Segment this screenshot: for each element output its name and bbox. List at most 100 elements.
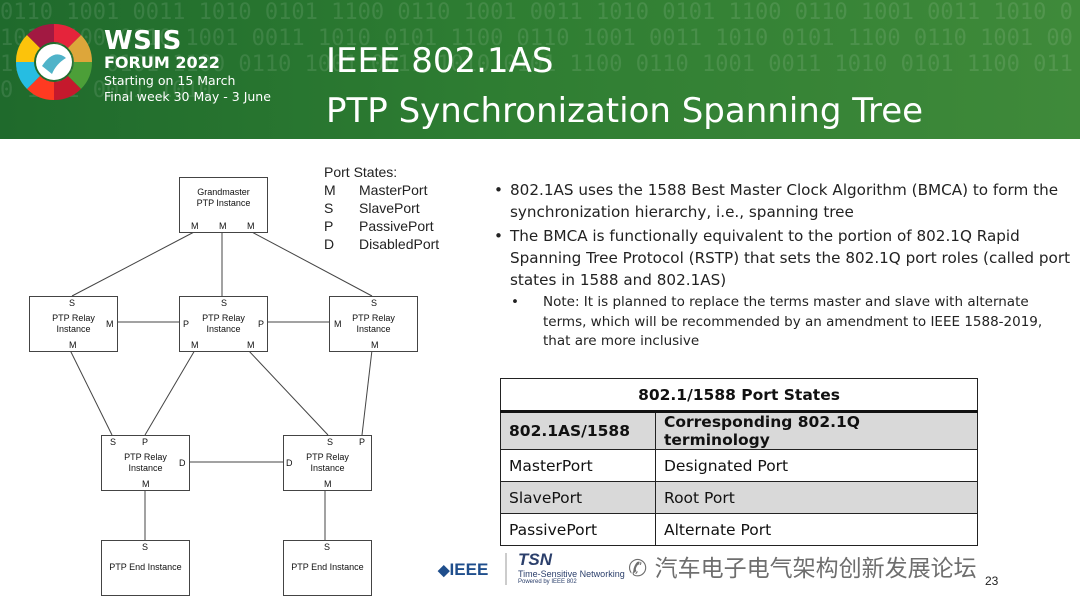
bullet-item: • The BMCA is functionally equivalent to…: [494, 225, 1074, 291]
slide-title: IEEE 802.1AS PTP Synchronization Spannin…: [326, 36, 923, 136]
tsn-powered-by: Powered by IEEE 802: [518, 579, 577, 585]
legend-key: S: [324, 200, 334, 216]
port-label-s: S: [221, 298, 228, 308]
port-label-m: M: [142, 479, 150, 489]
legend-key: D: [324, 236, 335, 252]
port-label-p: P: [359, 437, 366, 447]
tsn-tagline: Time-Sensitive Networking: [518, 569, 625, 579]
ptp-end-instance-box: S PTP End Instance: [101, 540, 190, 596]
wechat-icon: ✆: [628, 556, 648, 582]
legend-title: Port States:: [324, 164, 398, 180]
ptp-relay-instance-box: S PTP Relay Instance M M: [29, 296, 118, 352]
port-label-m: M: [247, 340, 255, 350]
legend-value: DisabledPort: [359, 236, 440, 252]
port-label-s: S: [142, 542, 149, 552]
legend-key: M: [324, 182, 336, 198]
forum-branding: WSIS FORUM 2022 Starting on 15 March Fin…: [104, 28, 271, 104]
legend-row: D DisabledPort: [324, 235, 439, 253]
port-label-s: S: [324, 542, 331, 552]
slide-title-line-1: IEEE 802.1AS: [326, 41, 554, 81]
bullet-item: • 802.1AS uses the 1588 Best Master Cloc…: [494, 179, 1074, 223]
ptp-end-instance-box: S PTP End Instance: [283, 540, 372, 596]
relay-label: PTP Relay: [352, 313, 395, 323]
sub-bullet-text: Note: It is planned to replace the terms…: [543, 294, 1043, 349]
end-instance-label: PTP End Instance: [291, 562, 364, 572]
legend-value: PassivePort: [359, 218, 434, 234]
port-label-s: S: [110, 437, 117, 447]
table-header-cell: Corresponding 802.1Q terminology: [655, 411, 978, 450]
forum-date-line-2: Final week 30 May - 3 June: [104, 89, 271, 104]
forum-title: WSIS: [104, 26, 182, 56]
sub-bullet-item: • Note: It is planned to replace the ter…: [494, 293, 1063, 352]
table-cell: MasterPort: [500, 449, 656, 482]
relay-label: PTP Relay: [202, 313, 245, 323]
ptp-relay-instance-box: S P PTP Relay Instance D M: [101, 435, 190, 491]
port-label-p: P: [258, 319, 265, 329]
legend-row: P PassivePort: [324, 217, 434, 235]
relay-instance-label: Instance: [310, 463, 345, 473]
page-number: 23: [985, 574, 999, 588]
ptp-relay-instance-box: S M PTP Relay Instance M: [329, 296, 418, 352]
port-states-table: 802.1/1588 Port States 802.1AS/1588 Corr…: [500, 378, 978, 546]
grandmaster-label: Grandmaster: [197, 187, 250, 197]
table-row: PassivePort Alternate Port: [500, 513, 978, 546]
relay-label: PTP Relay: [124, 452, 167, 462]
table-header-row: 802.1AS/1588 Corresponding 802.1Q termin…: [500, 411, 978, 450]
port-label-s: S: [327, 437, 334, 447]
port-label-m: M: [219, 221, 227, 231]
ieee-diamond-icon: ◆: [438, 562, 450, 579]
table-header-cell: 802.1AS/1588: [500, 411, 656, 450]
ieee-logo: ◆IEEE: [438, 560, 488, 580]
table-cell: Designated Port: [655, 449, 978, 482]
port-label-m: M: [371, 340, 379, 350]
table-cell: Alternate Port: [655, 513, 978, 546]
watermark: ✆ 汽车电子电气架构创新发展论坛: [628, 549, 977, 583]
port-label-m: M: [191, 221, 199, 231]
port-label-p: P: [183, 319, 190, 329]
legend-value: SlavePort: [359, 200, 420, 216]
relay-label: PTP Relay: [306, 452, 349, 462]
port-label-s: S: [69, 298, 76, 308]
relay-label: PTP Relay: [52, 313, 95, 323]
bullet-dot-icon: •: [494, 227, 503, 245]
table-caption: 802.1/1588 Port States: [500, 378, 978, 413]
ptp-relay-instance-box: S P D PTP Relay Instance M: [283, 435, 372, 491]
forum-subtitle: FORUM 2022: [104, 53, 220, 72]
table-cell: SlavePort: [500, 481, 656, 514]
ieee-logo-text: IEEE: [449, 560, 489, 579]
legend-value: MasterPort: [359, 182, 428, 198]
port-label-d: D: [179, 458, 186, 468]
legend-row: M MasterPort: [324, 181, 427, 199]
slide-title-line-2: PTP Synchronization Spanning Tree: [326, 91, 924, 131]
legend-key: P: [324, 218, 334, 234]
port-states-legend: Port States: M MasterPort S SlavePort P …: [324, 163, 439, 253]
table-row: MasterPort Designated Port: [500, 449, 978, 482]
port-label-m: M: [69, 340, 77, 350]
bullet-text: The BMCA is functionally equivalent to t…: [510, 227, 1071, 289]
table-cell: Root Port: [655, 481, 978, 514]
slide-header: 0110 1001 0011 1010 0101 1100 0110 1001 …: [0, 0, 1080, 139]
bullet-list: • 802.1AS uses the 1588 Best Master Cloc…: [494, 179, 1074, 352]
table-row: SlavePort Root Port: [500, 481, 978, 514]
footer-divider: [505, 553, 507, 585]
relay-instance-label: Instance: [356, 324, 391, 334]
table-cell: PassivePort: [500, 513, 656, 546]
grandmaster-ptp-instance-box: Grandmaster PTP Instance M M M: [179, 177, 268, 233]
port-label-m: M: [247, 221, 255, 231]
port-label-m: M: [334, 319, 342, 329]
port-label-d: D: [286, 458, 293, 468]
grandmaster-instance-label: PTP Instance: [196, 198, 251, 208]
watermark-text: 汽车电子电气架构创新发展论坛: [654, 556, 977, 582]
end-instance-label: PTP End Instance: [109, 562, 182, 572]
relay-instance-label: Instance: [206, 324, 241, 334]
forum-date-line-1: Starting on 15 March: [104, 73, 236, 88]
bullet-dot-icon: •: [511, 294, 519, 310]
wsis-logo-icon: [15, 23, 93, 101]
legend-row: S SlavePort: [324, 199, 420, 217]
port-label-m: M: [324, 479, 332, 489]
port-label-m: M: [191, 340, 199, 350]
tsn-logo-text: TSN: [518, 550, 552, 569]
relay-instance-label: Instance: [56, 324, 91, 334]
bullet-dot-icon: •: [494, 181, 503, 199]
port-label-p: P: [142, 437, 149, 447]
